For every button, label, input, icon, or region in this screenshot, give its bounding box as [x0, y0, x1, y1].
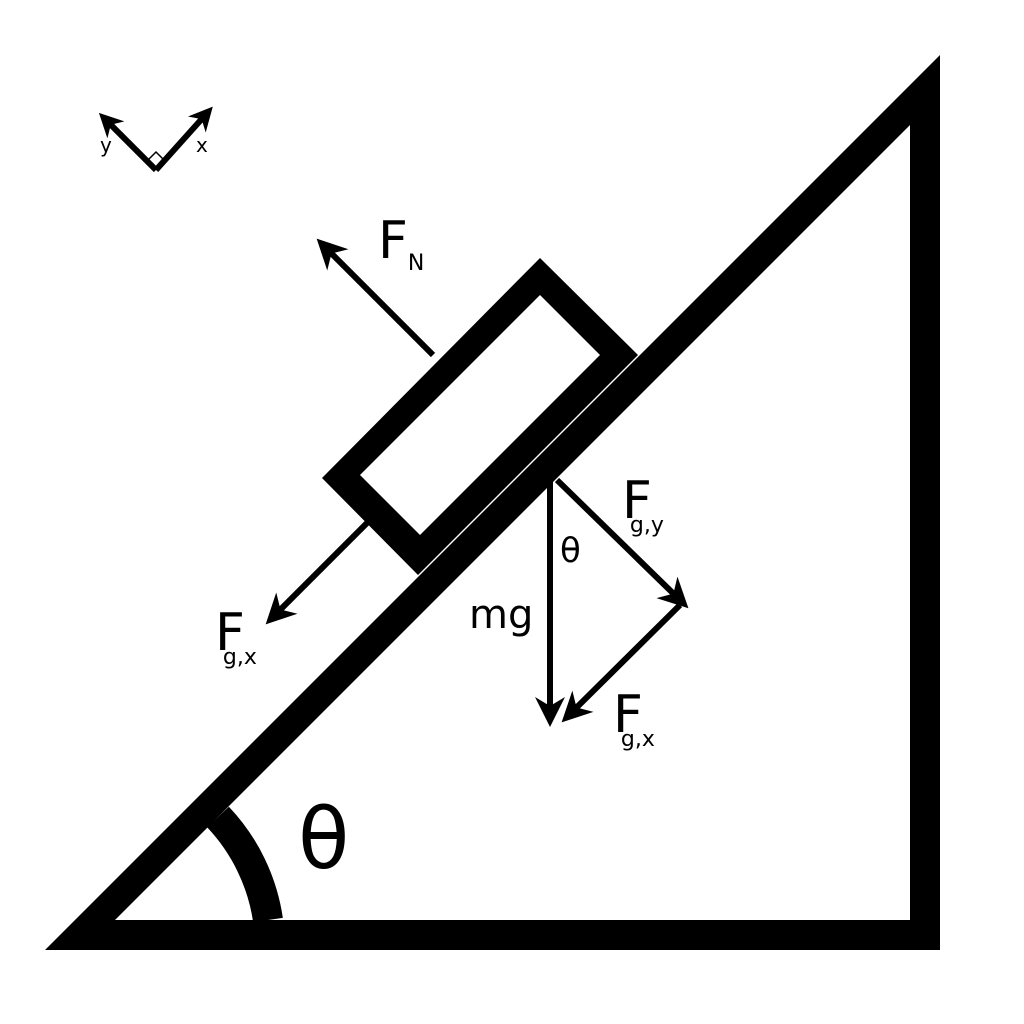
axis-label-y: y [100, 133, 112, 157]
theta-small-label: θ [560, 531, 581, 571]
gravity-y-label: Fg,y [622, 471, 664, 538]
normal-force-arrow [316, 238, 436, 358]
axis-label-x: x [196, 133, 208, 157]
gravity-x-component-label: Fg,x [613, 685, 655, 752]
gravity-x-block-label: Fg,x [215, 603, 257, 670]
axes-icon [98, 106, 213, 173]
incline-angle-arc [206, 806, 283, 923]
gravity-y-arrow [554, 477, 689, 609]
incline-triangle [45, 55, 940, 950]
gravity-x-block-arrow [265, 517, 373, 625]
right-angle-mark [146, 150, 166, 162]
weight-label: mg [469, 592, 533, 638]
normal-force-label: FN [378, 211, 424, 276]
incline-angle-label: θ [298, 790, 349, 888]
gravity-x-component-arrow [561, 602, 683, 723]
block [322, 258, 638, 575]
